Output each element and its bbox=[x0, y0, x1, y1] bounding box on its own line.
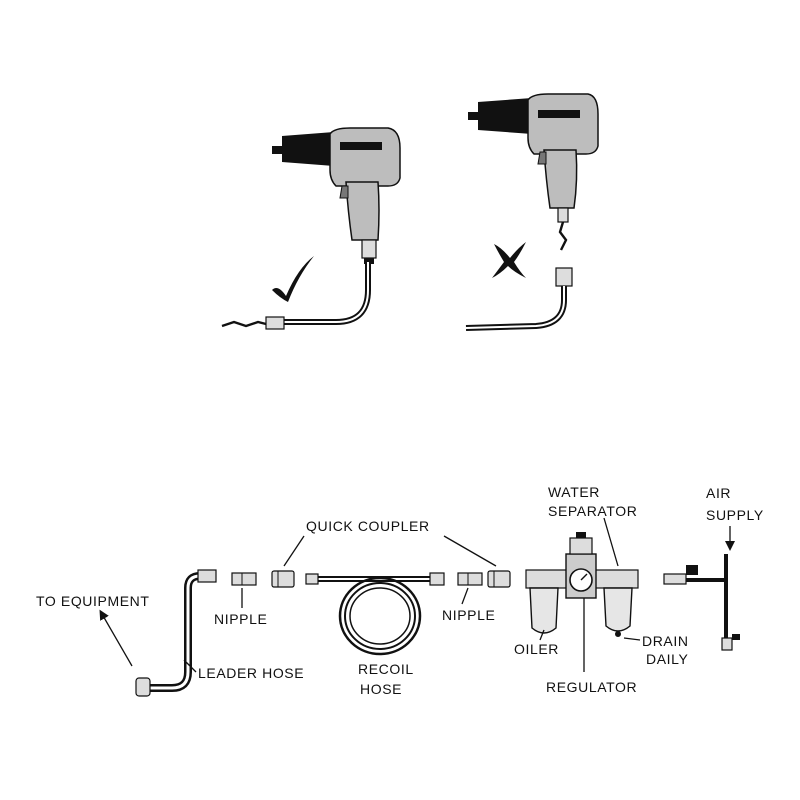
quick-coupler-left bbox=[272, 571, 294, 587]
impact-wrench-incorrect bbox=[468, 94, 598, 250]
nipple-left-label: NIPPLE bbox=[214, 611, 267, 627]
to-equipment-label: TO EQUIPMENT bbox=[36, 593, 150, 609]
quick-coupler-right bbox=[488, 571, 510, 587]
recoil-hose bbox=[306, 573, 444, 654]
callout-lines bbox=[102, 518, 730, 672]
regulator-label: REGULATOR bbox=[546, 679, 637, 695]
regulator-body bbox=[566, 532, 596, 598]
water-separator-label-line2: SEPARATOR bbox=[548, 503, 637, 519]
quick-coupler-left-callout bbox=[284, 536, 304, 566]
air-supply-label-line1: AIR bbox=[706, 485, 731, 501]
nipple-right-label: NIPPLE bbox=[442, 607, 495, 623]
filter-regulator-lubricator-unit bbox=[526, 532, 638, 637]
leader-hose-direct-connection bbox=[222, 262, 368, 329]
nipple-right-callout bbox=[462, 588, 468, 604]
drain-daily-label-line1: DRAIN bbox=[642, 633, 689, 649]
leader-hose-label: LEADER HOSE bbox=[198, 665, 304, 681]
quick-coupler-label: QUICK COUPLER bbox=[306, 518, 430, 534]
detached-leader-hose bbox=[466, 268, 572, 328]
nipple-fitting-right bbox=[458, 573, 482, 585]
impact-wrench-correct bbox=[272, 128, 400, 264]
drain-daily-label-line2: DAILY bbox=[646, 651, 688, 667]
x-mark-icon bbox=[492, 242, 526, 278]
oiler-label: OILER bbox=[514, 641, 559, 657]
water-separator-callout bbox=[604, 518, 618, 566]
drain-daily-callout bbox=[624, 638, 640, 640]
air-supply-label-line2: SUPPLY bbox=[706, 507, 764, 523]
to-equipment-arrow bbox=[102, 614, 132, 666]
check-mark-icon bbox=[272, 256, 314, 302]
water-separator-label-line1: WATER bbox=[548, 484, 600, 500]
recoil-hose-label-line1: RECOIL bbox=[358, 661, 414, 677]
recoil-hose-label-line2: HOSE bbox=[360, 681, 402, 697]
nipple-fitting-left bbox=[232, 573, 256, 585]
water-separator-bowl bbox=[604, 588, 632, 637]
quick-coupler-right-callout bbox=[444, 536, 496, 566]
oiler-bowl bbox=[530, 588, 558, 633]
